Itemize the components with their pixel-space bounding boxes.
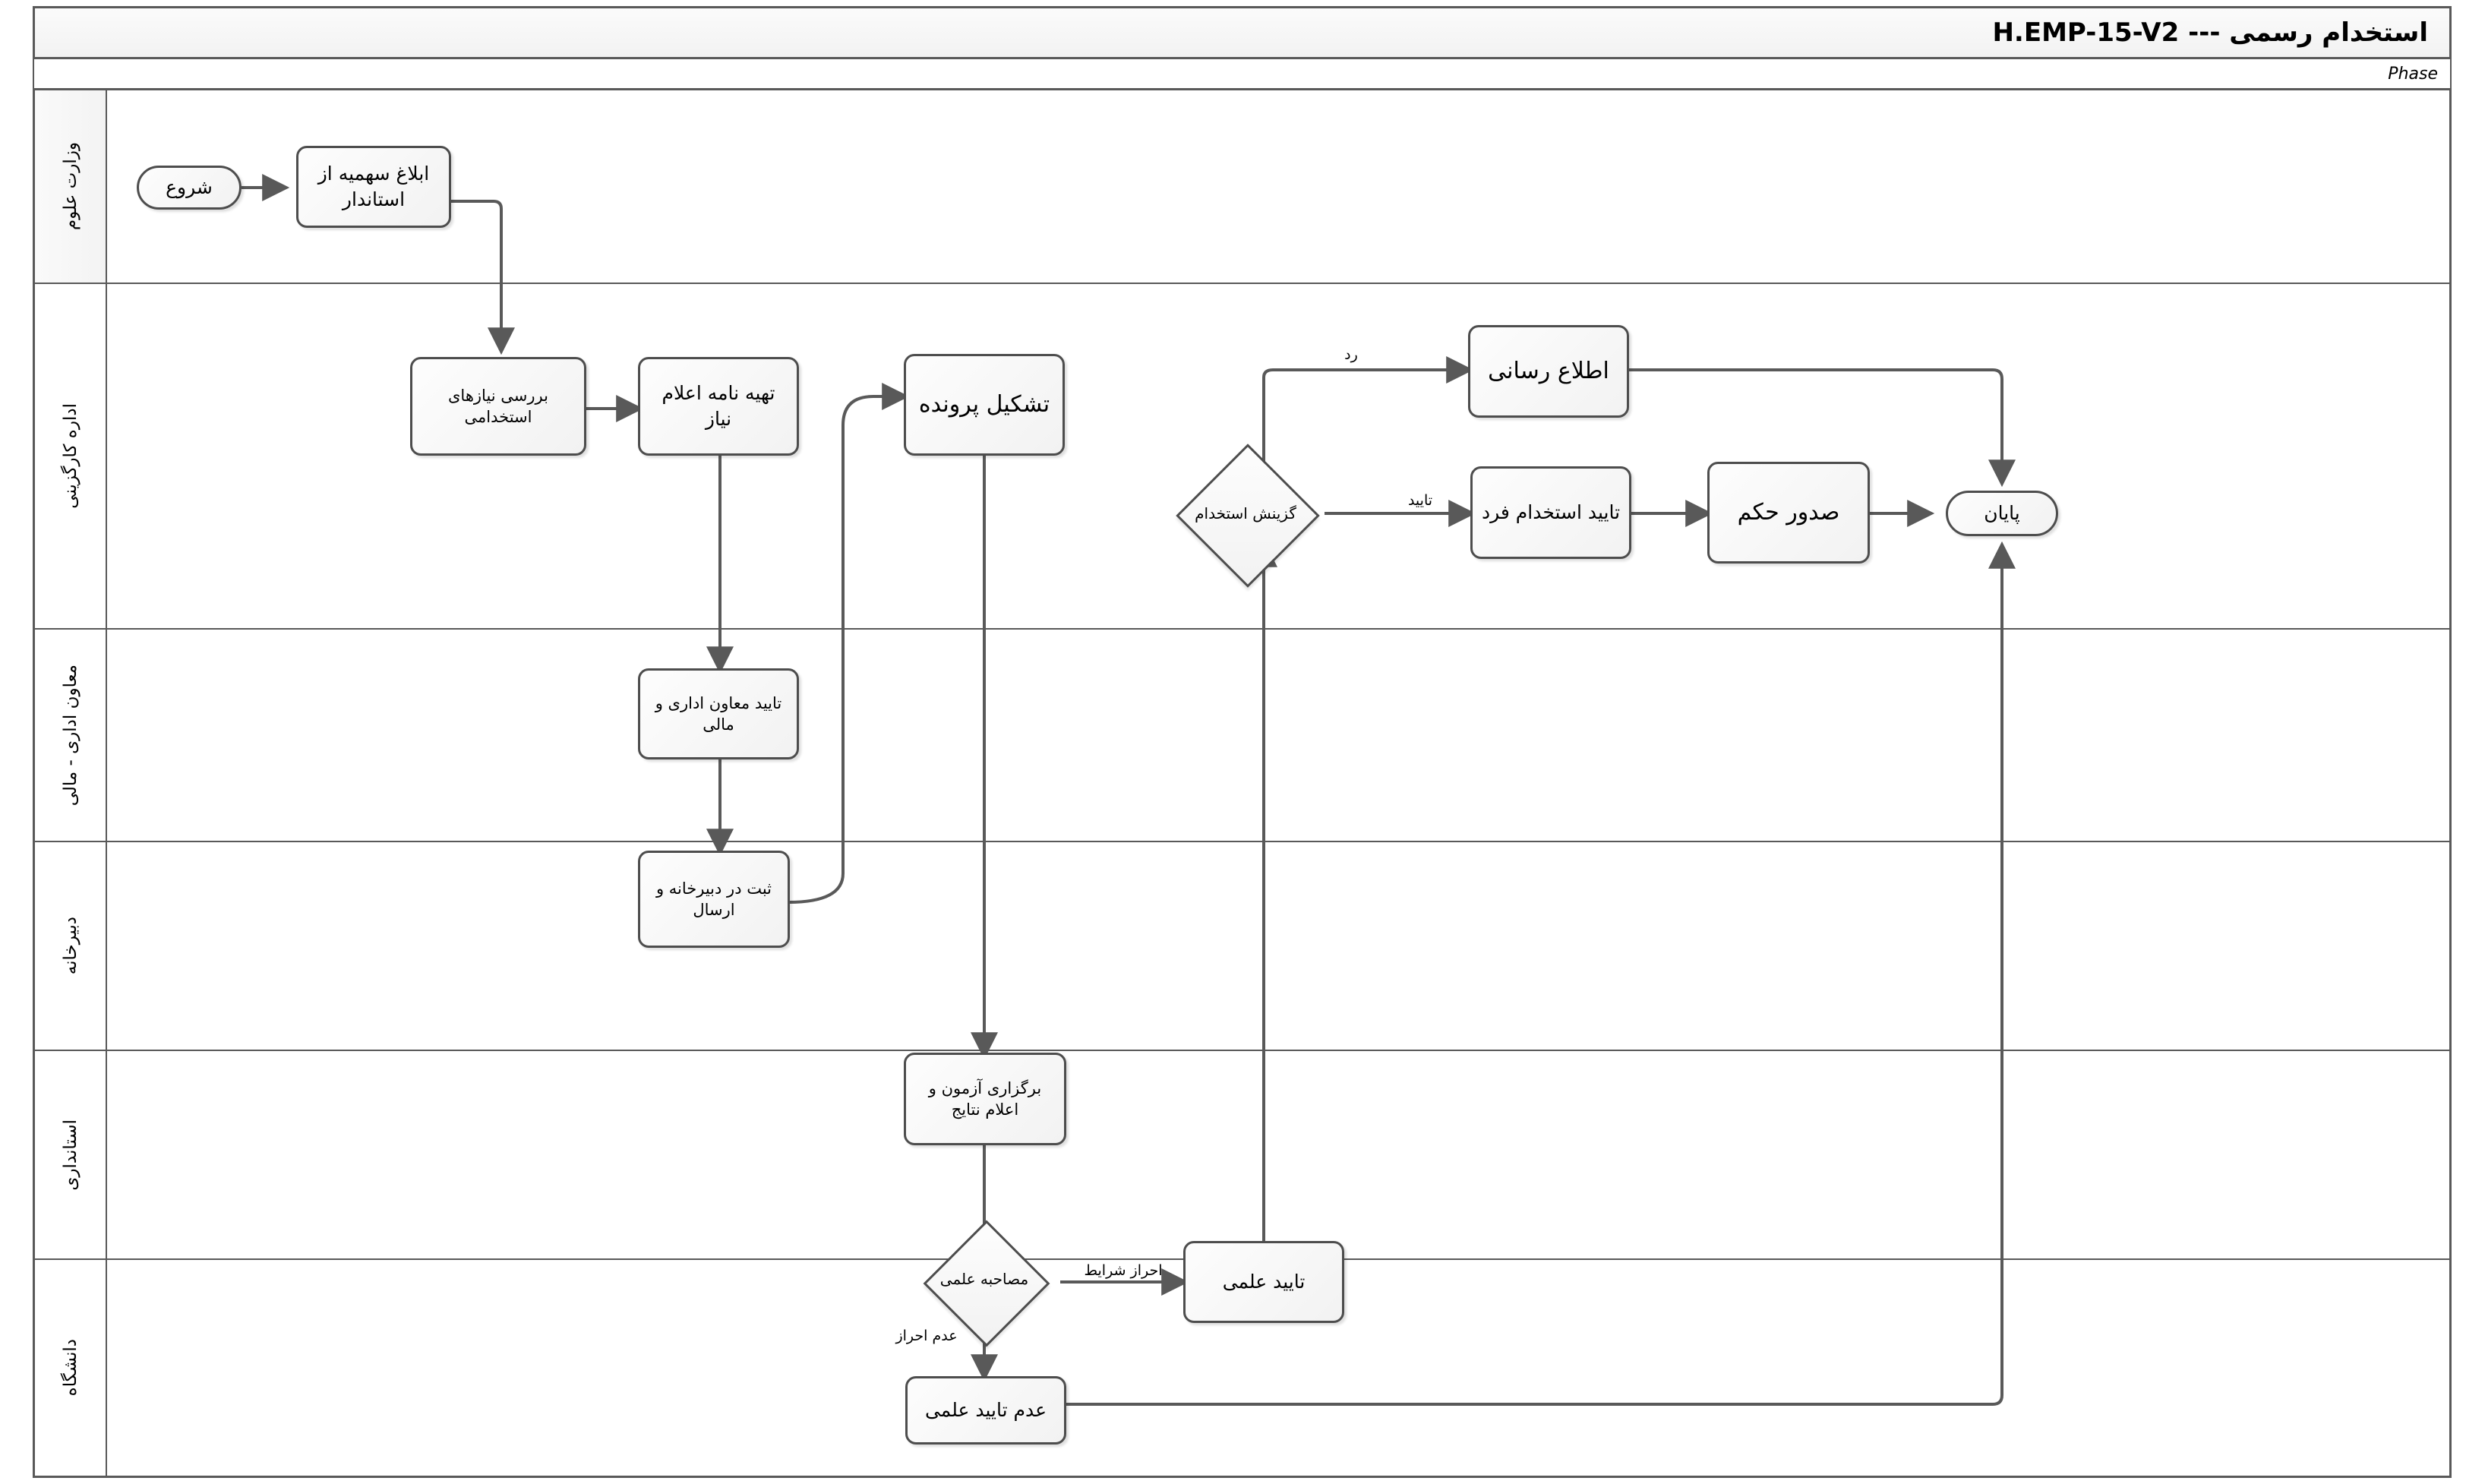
node-announce[interactable]: اطلاع رسانی (1468, 325, 1629, 418)
edge-label-reject: رد (1344, 346, 1358, 363)
node-review-needs[interactable]: بررسی نیازهای استخدامی (410, 357, 586, 456)
node-registry-record-label: ثبت در دبیرخانه و ارسال (655, 879, 772, 919)
lane-label-deputy: معاون اداری - مالی (60, 664, 81, 807)
lane-header-province: استانداری (35, 1051, 107, 1258)
edge-label-qualified: احراز شرایط (1084, 1262, 1163, 1279)
node-deputy-approve-label: تایید معاون اداری و مالی (655, 693, 782, 734)
phase-strip: Phase (33, 59, 2452, 90)
lane-deputy: معاون اداری - مالی (35, 630, 2449, 842)
lane-label-registry: دبیرخانه (60, 917, 81, 975)
diagram-title-bar: استخدام رسمی --- H.EMP-15-V2 (33, 6, 2452, 59)
node-selection-decision-label: گزینش استخدام (1195, 504, 1296, 523)
lane-header-hr-office: اداره کارگزینی (35, 284, 107, 628)
node-confirm-hire-label: تایید استخدام فرد (1481, 501, 1621, 524)
node-prepare-letter-label: تهیه نامه اعلام نیاز (661, 382, 775, 430)
node-form-file-label: تشکیل پرونده (918, 390, 1050, 418)
lane-body-ministry (107, 90, 2449, 283)
node-issue-decree-label: صدور حکم (1737, 498, 1840, 526)
lane-label-hr-office: اداره کارگزینی (60, 403, 81, 509)
lane-ministry: وزارت علوم (35, 90, 2449, 284)
lane-label-province: استانداری (60, 1119, 81, 1191)
node-form-file[interactable]: تشکیل پرونده (904, 354, 1065, 456)
node-interview-decision[interactable]: مصاحبه علمی (908, 1220, 1060, 1347)
lane-body-province (107, 1051, 2449, 1258)
node-end-label: پایان (1984, 502, 2020, 525)
node-announce-label: اطلاع رسانی (1488, 357, 1609, 384)
page-title: استخدام رسمی --- H.EMP-15-V2 (1992, 17, 2428, 48)
node-selection-decision[interactable]: گزینش استخدام (1176, 444, 1320, 588)
edge-label-approve: تایید (1407, 492, 1433, 509)
node-scientific-reject[interactable]: عدم تایید علمی (905, 1376, 1066, 1445)
lane-header-deputy: معاون اداری - مالی (35, 630, 107, 841)
lane-label-university: دانشگاه (60, 1339, 81, 1397)
lane-body-registry (107, 842, 2449, 1050)
node-scientific-reject-label: عدم تایید علمی (924, 1399, 1047, 1422)
lane-header-registry: دبیرخانه (35, 842, 107, 1050)
lane-label-ministry: وزارت علوم (60, 142, 81, 231)
edge-label-not-qualified: عدم احراز (895, 1328, 958, 1344)
node-review-needs-label: بررسی نیازهای استخدامی (448, 386, 548, 426)
lane-body-deputy (107, 630, 2449, 841)
lane-body-hr-office (107, 284, 2449, 628)
node-start-label: شروع (166, 176, 213, 199)
node-prepare-letter[interactable]: تهیه نامه اعلام نیاز (638, 357, 799, 456)
lane-province: استانداری (35, 1051, 2449, 1260)
lane-registry: دبیرخانه (35, 842, 2449, 1051)
phase-label: Phase (2388, 64, 2438, 84)
node-scientific-approve-label: تایید علمی (1222, 1271, 1306, 1293)
node-scientific-approve[interactable]: تایید علمی (1183, 1241, 1344, 1323)
node-deputy-approve[interactable]: تایید معاون اداری و مالی (638, 668, 799, 759)
lane-university: دانشگاه (35, 1260, 2449, 1476)
node-confirm-hire[interactable]: تایید استخدام فرد (1470, 466, 1631, 559)
lane-header-ministry: وزارت علوم (35, 90, 107, 283)
lane-header-university: دانشگاه (35, 1260, 107, 1476)
node-issue-decree[interactable]: صدور حکم (1707, 462, 1870, 564)
node-exam-results-label: برگزاری آزمون و اعلام نتایج (928, 1078, 1042, 1119)
node-quota-notice-label: ابلاغ سهمیه از استاندار (317, 163, 430, 210)
node-registry-record[interactable]: ثبت در دبیرخانه و ارسال (638, 851, 790, 948)
node-quota-notice[interactable]: ابلاغ سهمیه از استاندار (296, 146, 451, 228)
node-interview-decision-label: مصاحبه علمی (939, 1270, 1029, 1288)
node-exam-results[interactable]: برگزاری آزمون و اعلام نتایج (904, 1053, 1066, 1145)
node-start[interactable]: شروع (137, 166, 242, 210)
node-end[interactable]: پایان (1946, 491, 2058, 536)
